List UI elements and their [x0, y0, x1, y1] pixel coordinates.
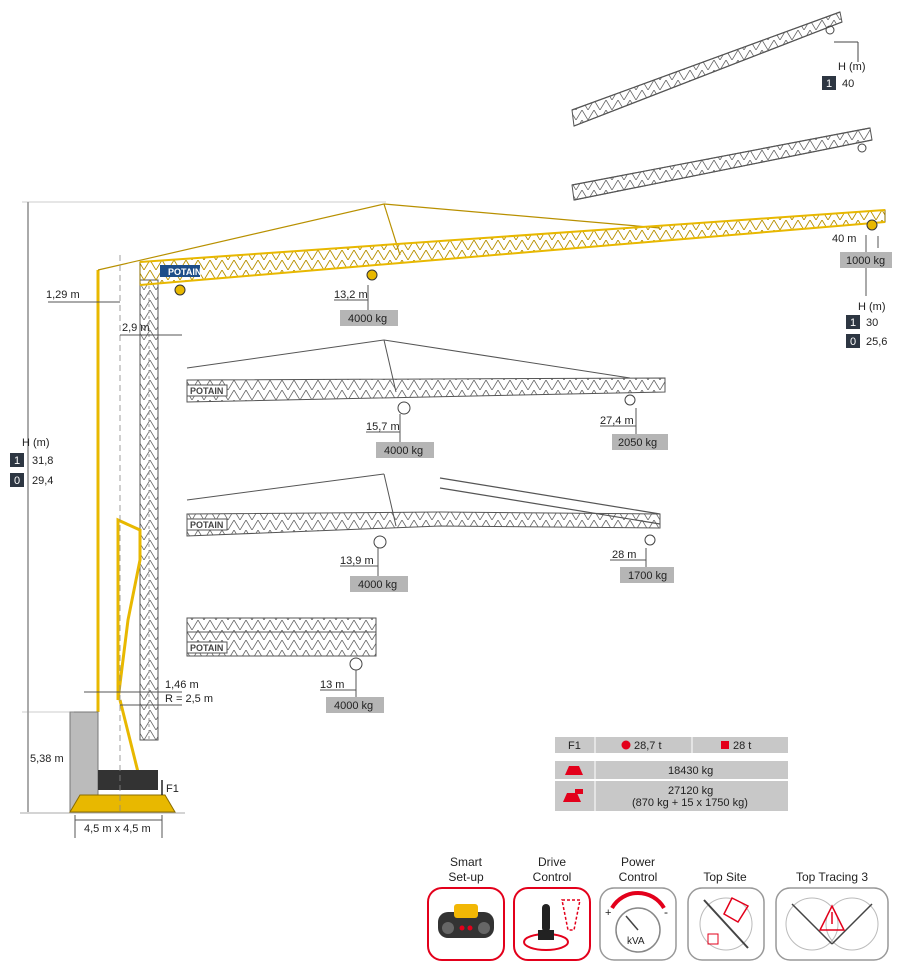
- power-gauge-icon: + - kVA: [605, 890, 668, 953]
- feature-title: Set-up: [448, 870, 484, 884]
- load-label-v4: 13 m 4000 kg: [320, 670, 384, 713]
- mode-badge: [10, 453, 24, 467]
- load-label-main-near: 13,2 m 4000 kg: [334, 285, 398, 326]
- load-value: 1700 kg: [628, 570, 667, 582]
- load-value: 1000 kg: [846, 255, 885, 267]
- mode-badge: [846, 334, 860, 348]
- mode-label: 1: [826, 78, 832, 90]
- brand-logo: POTAIN: [190, 643, 223, 653]
- lower-height-panel: H (m) 1 30 0 25,6: [846, 301, 887, 348]
- feature-drive-control: Drive Control: [513, 855, 591, 961]
- main-height-panel: H (m) 1 31,8 0 29,4: [10, 437, 53, 487]
- mode-badge: [10, 473, 24, 487]
- radius-label: R = 2,5 m: [165, 693, 213, 705]
- f1-label: F1: [568, 740, 581, 752]
- load-value: 4000 kg: [358, 579, 397, 591]
- brand-logo: POTAIN: [190, 520, 223, 530]
- load-label-main-tip: 40 m 1000 kg: [832, 233, 892, 296]
- counter-jib-label: 2,9 m: [122, 322, 150, 334]
- feature-title: Control: [533, 870, 572, 884]
- inclined-jib-upper: [571, 11, 859, 127]
- feature-title: Control: [619, 870, 658, 884]
- svg-text:+: +: [605, 907, 611, 919]
- weight-1-value: 18430 kg: [668, 765, 713, 777]
- load-label-v3-near: 13,9 m 4000 kg: [340, 548, 408, 592]
- inclined-jib-middle: [571, 127, 873, 201]
- load-label-v2-near: 15,7 m 4000 kg: [366, 414, 434, 458]
- weight-icon: [565, 766, 583, 775]
- upper-height-panel: H (m) 1 40: [822, 61, 866, 90]
- feature-title: Power: [621, 855, 655, 869]
- radius-value: 27,4 m: [600, 415, 634, 427]
- square-icon: [721, 741, 729, 749]
- mode-label: 0: [14, 475, 20, 487]
- feature-power-control: Power Control + - kVA: [599, 855, 677, 961]
- brand-logo: POTAIN: [190, 386, 223, 396]
- main-height-header: H (m): [22, 437, 50, 449]
- feature-smart-setup: Smart Set-up: [427, 855, 505, 961]
- mode-label: 0: [850, 336, 856, 348]
- lower-height-header: H (m): [858, 301, 886, 313]
- crane-jib: POTAIN: [97, 203, 886, 296]
- remote-control-icon: [438, 904, 494, 938]
- jib-variant-2: POTAIN: [186, 339, 666, 415]
- mode-badge: [822, 76, 836, 90]
- mode-badge: [846, 315, 860, 329]
- feature-title: Drive: [538, 855, 566, 869]
- crane-base: [20, 711, 185, 814]
- load-value: 4000 kg: [334, 700, 373, 712]
- jib-variant-3: POTAIN: [186, 473, 661, 549]
- svg-text:-: -: [664, 905, 668, 919]
- top-site-icon: [699, 896, 753, 951]
- gauge-unit: kVA: [627, 936, 645, 947]
- base-size-label: 4,5 m x 4,5 m: [84, 823, 151, 835]
- radius-value: 13,2 m: [334, 289, 368, 301]
- f1-square-value: 28 t: [733, 740, 751, 752]
- load-label-v2-tip: 27,4 m 2050 kg: [600, 408, 668, 450]
- joystick-icon: [523, 899, 581, 951]
- weight-2-value: 27120 kg: [668, 785, 713, 797]
- load-value: 4000 kg: [384, 445, 423, 457]
- offset-label: 1,46 m: [165, 679, 199, 691]
- radius-value: 40 m: [832, 233, 856, 245]
- jib-variant-4: POTAIN: [186, 617, 377, 671]
- load-value: 4000 kg: [348, 313, 387, 325]
- upper-height-header: H (m): [838, 61, 866, 73]
- height-value: 29,4: [32, 475, 53, 487]
- feature-title: Smart: [450, 855, 483, 869]
- base-height-label: 5,38 m: [30, 753, 64, 765]
- mode-label: 1: [850, 317, 856, 329]
- mode-label: 1: [14, 455, 20, 467]
- load-value: 2050 kg: [618, 437, 657, 449]
- height-value: 30: [866, 317, 878, 329]
- radius-value: 28 m: [612, 549, 636, 561]
- height-value: 40: [842, 78, 854, 90]
- height-value: 31,8: [32, 455, 53, 467]
- feature-title: Top Site: [703, 870, 747, 884]
- feature-top-site: Top Site: [687, 870, 765, 961]
- ballast-icon: [563, 793, 581, 802]
- weight-2-detail: (870 kg + 15 x 1750 kg): [632, 797, 748, 809]
- main-dimensions: [22, 201, 386, 838]
- feature-title: Top Tracing 3: [796, 870, 868, 884]
- f1-round-value: 28,7 t: [634, 740, 662, 752]
- round-icon: [621, 740, 631, 750]
- force-label: F1: [166, 783, 179, 795]
- mast-offset-label: 1,29 m: [46, 289, 80, 301]
- radius-value: 15,7 m: [366, 421, 400, 433]
- load-label-v3-tip: 28 m 1700 kg: [610, 548, 674, 583]
- brand-logo: POTAIN: [168, 267, 201, 277]
- radius-value: 13,9 m: [340, 555, 374, 567]
- radius-value: 13 m: [320, 679, 344, 691]
- height-value: 25,6: [866, 336, 887, 348]
- feature-top-tracing: Top Tracing 3: [775, 870, 889, 961]
- spec-table: F1 28,7 t 28 t 18430 kg 27120 kg (870 kg…: [555, 737, 788, 811]
- top-tracing-icon: [785, 897, 879, 951]
- crane-mast: [96, 270, 159, 781]
